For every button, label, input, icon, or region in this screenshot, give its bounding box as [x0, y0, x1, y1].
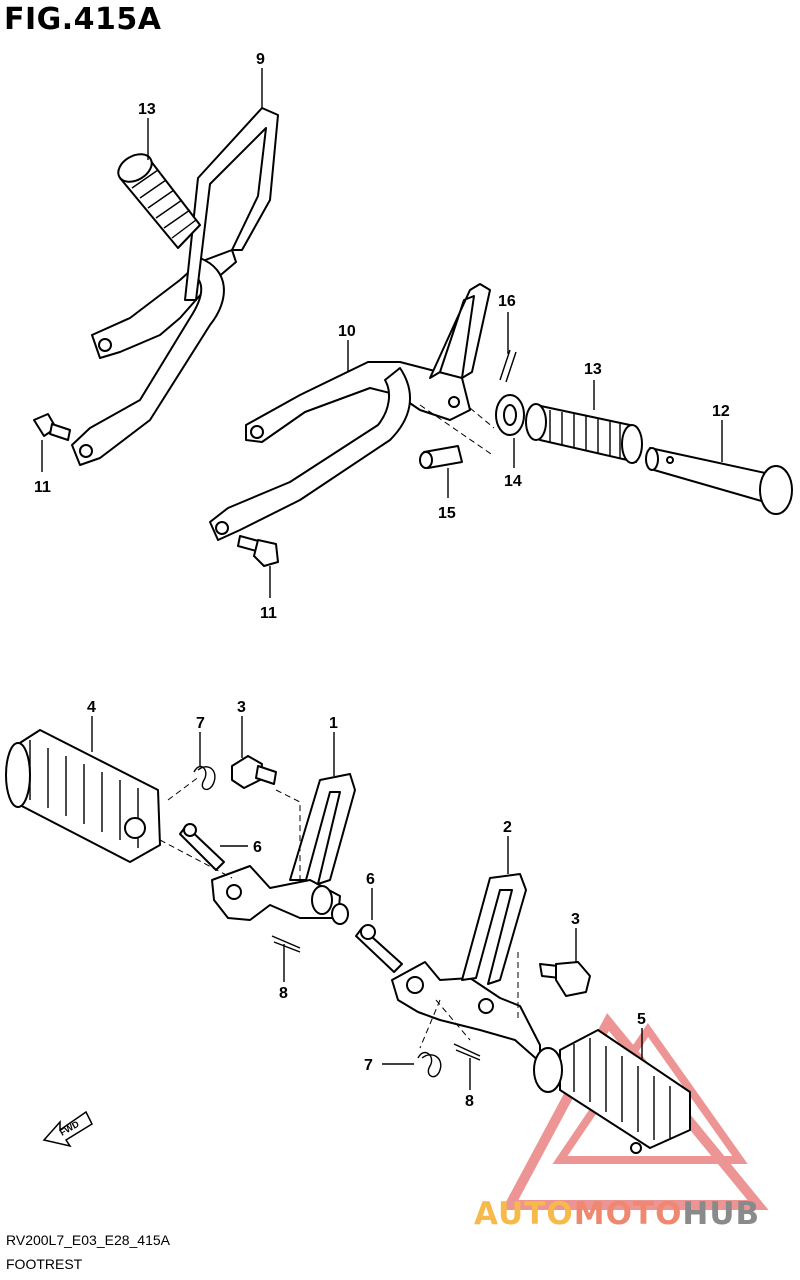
callout-6-right: 6	[366, 871, 375, 888]
front-footrest-bracket-2	[391, 873, 541, 1063]
pin-6-left	[179, 823, 225, 871]
model-code: RV200L7_E03_E28_415A	[6, 1232, 171, 1248]
footpeg-rubber-4	[5, 729, 161, 863]
spring-7-left	[193, 765, 216, 790]
callout-9: 9	[256, 51, 265, 68]
callout-16: 16	[498, 293, 516, 310]
callout-3-left: 3	[237, 699, 246, 716]
footpeg-rubber-13-right	[525, 403, 643, 464]
callout-2: 2	[503, 819, 512, 836]
callout-12: 12	[712, 403, 730, 420]
callout-10: 10	[338, 323, 356, 340]
callout-11-top: 11	[34, 479, 51, 496]
bolt-11-mid	[237, 535, 279, 567]
callout-13-top: 13	[138, 101, 156, 118]
footpeg-rubber-13-top	[117, 153, 201, 249]
rear-footrest-bracket-left	[71, 107, 279, 466]
section-name: FOOTREST	[6, 1256, 83, 1272]
callout-6-left: 6	[253, 839, 262, 856]
bolt-3-right	[539, 961, 591, 997]
callout-13-right: 13	[584, 361, 602, 378]
fwd-direction-arrow: FWD	[42, 1110, 93, 1148]
callout-7-left: 7	[196, 715, 205, 732]
bolt-11-top	[33, 413, 71, 441]
clevis-pin-15	[419, 445, 463, 469]
callout-11-mid: 11	[260, 605, 277, 622]
callout-5: 5	[637, 1011, 646, 1028]
watermark-text: AUTOMOTOHUB	[474, 1196, 761, 1232]
callout-3-right: 3	[571, 911, 580, 928]
cotter-pin-16	[499, 349, 517, 383]
footpeg-shaft-12	[645, 447, 793, 515]
rear-footrest-bracket-right	[209, 283, 491, 541]
pin-6-right	[355, 924, 403, 973]
footpeg-rubber-5	[533, 1029, 691, 1154]
callout-numbers: 9 13 11 10 16 13 12 14 15 11 4 7 3 1 6 8…	[34, 51, 730, 1110]
cotter-pin-8-left	[271, 935, 301, 953]
spring-7-right	[417, 1051, 442, 1078]
callout-8-right: 8	[465, 1093, 474, 1110]
callout-15: 15	[438, 505, 456, 522]
front-footrest-bracket-1	[211, 773, 356, 925]
dashed-assembly-lines	[159, 404, 519, 1049]
bolt-3-left	[231, 755, 277, 789]
washer-14	[495, 394, 525, 436]
callout-7-right: 7	[364, 1057, 373, 1074]
callout-1: 1	[329, 715, 338, 732]
figure-title: FIG.415A	[4, 2, 162, 37]
callout-8-left: 8	[279, 985, 288, 1002]
leader-lines	[41, 68, 723, 1090]
callout-4: 4	[87, 699, 96, 716]
cotter-pin-8-right	[453, 1043, 481, 1061]
callout-14: 14	[504, 473, 522, 490]
